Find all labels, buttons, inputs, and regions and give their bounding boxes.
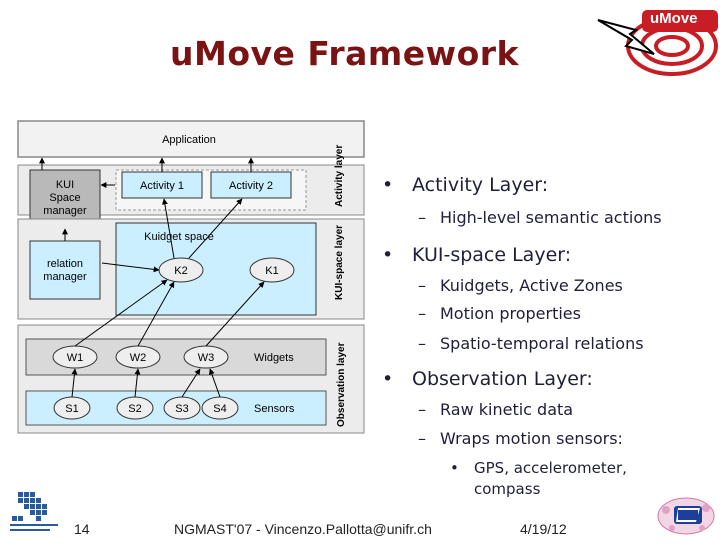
activity-layer-region: Activity 1 Activity 2 Activity layer (17, 145, 365, 216)
w3-label: W3 (198, 352, 215, 364)
svg-text:relation: relation (47, 258, 83, 270)
page-number: 14 (74, 521, 90, 537)
footer-author: NGMAST'07 - Vincenzo.Pallotta@unifr.ch (174, 521, 432, 537)
kuidget-space-label: Kuidget space (144, 231, 214, 243)
s1-label: S1 (65, 403, 78, 415)
svg-text:manager: manager (43, 205, 87, 217)
architecture-diagram: Application Activity 1 Activity 2 Activi… (17, 120, 365, 434)
observation-layer-region: W1 W2 W3 Widgets S1 S2 S3 S4 Sensors Obs… (17, 324, 365, 434)
application-label: Application (162, 134, 216, 146)
activity2-label: Activity 2 (229, 180, 273, 192)
activity-layer-label: Activity layer (334, 145, 345, 207)
diagram-arrows (39, 157, 265, 398)
w2-label: W2 (130, 352, 147, 364)
s4-label: S4 (213, 403, 226, 415)
s2-label: S2 (128, 403, 141, 415)
university-logo (10, 492, 58, 531)
pai-logo (657, 497, 715, 535)
svg-text:Space: Space (49, 192, 80, 204)
k1-label: K1 (265, 265, 278, 277)
svg-text:KUI: KUI (56, 179, 74, 191)
bullet-kui-label: KUI-space Layer: (412, 244, 572, 266)
observation-layer-label: Observation layer (336, 342, 347, 427)
activity1-label: Activity 1 (140, 180, 184, 192)
w1-label: W1 (67, 352, 84, 364)
slide-title: uMove Framework (170, 34, 520, 73)
footer-date: 4/19/12 (520, 521, 567, 537)
logo-text: uMove (650, 10, 698, 27)
k2-label: K2 (174, 265, 187, 277)
svg-text:manager: manager (43, 271, 87, 283)
application-box: Application (17, 120, 365, 158)
sensors-label: Sensors (254, 403, 295, 415)
kui-space-layer-region: Kuidget space K2 K1 relation manager KUI… (17, 218, 365, 320)
umove-logo (597, 10, 718, 76)
s3-label: S3 (175, 403, 188, 415)
bullet-observation-label: Observation Layer: (412, 368, 593, 390)
widgets-label: Widgets (254, 352, 294, 364)
kui-space-manager-box: KUI Space manager (29, 169, 101, 229)
kui-space-layer-label: KUI-space layer (334, 225, 345, 300)
bullet-activity-label: Activity Layer: (412, 174, 549, 196)
